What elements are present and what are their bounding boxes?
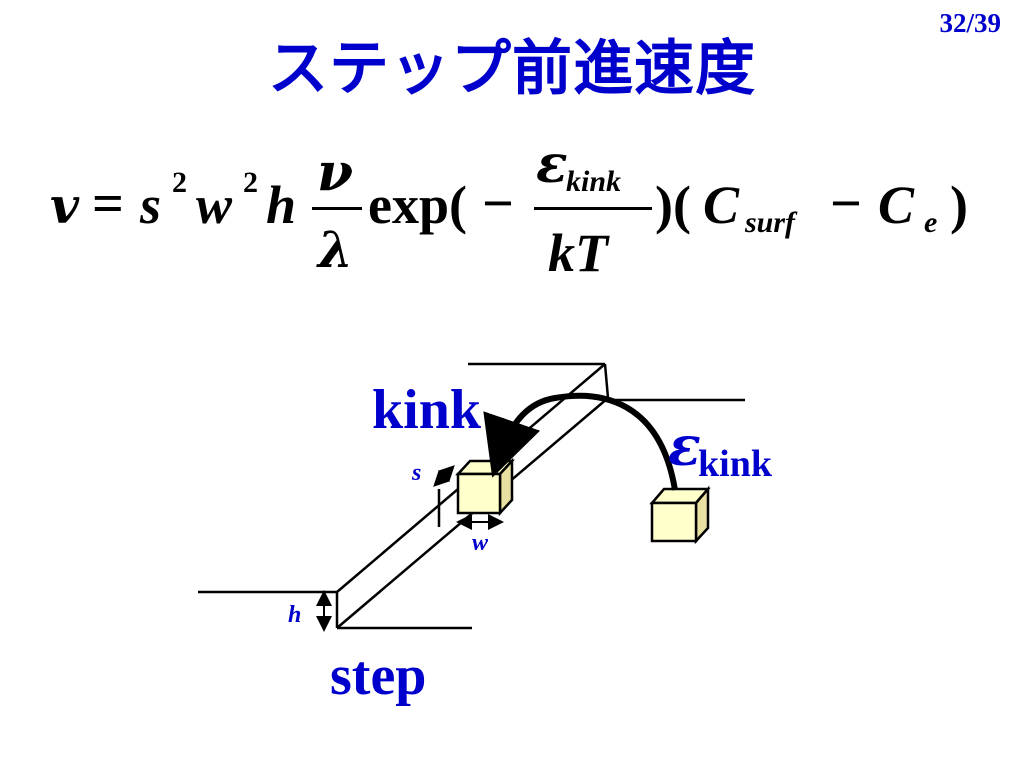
formula-equals: = [92,173,124,235]
step-label: step [330,645,427,707]
epsilon-kink-subscript: kink [698,443,772,485]
formula-w: w [196,175,233,235]
formula-close-paren: ) [950,175,968,235]
formula-fraction-line-1 [312,207,362,210]
formula-kink-subscript: kink [566,165,622,198]
w-label: w [472,530,489,556]
adatom-cube [649,485,711,545]
formula-s-exponent: 2 [172,166,187,199]
formula-h: h [266,175,297,235]
page-number: 32/39 [939,8,1001,38]
formula-epsilon: ε [536,134,568,195]
kink-site-cube [455,457,515,517]
formula-surf-subscript: surf [745,206,796,239]
formula-paren-middle: )( [655,175,691,235]
formula-exp: exp( [368,175,467,235]
h-label: h [288,602,302,628]
epsilon-kink-symbol: ε [668,414,701,478]
slide-title: ステップ前進速度 [268,34,756,104]
formula-C-surf: C [703,175,740,235]
formula-kT: kT [548,223,608,283]
formula-minus-2: − [830,173,862,235]
formula-e-subscript: e [924,206,938,239]
step-far-edge [603,363,610,399]
kink-label: kink [372,379,481,441]
formula-lambda: λ [318,220,354,279]
formula-nu: ν [317,142,354,203]
kink-hop-arrow [483,392,678,491]
formula-s: s [140,175,162,235]
formula-fraction-line-2 [534,207,652,210]
formula-C-e: C [878,175,915,235]
formula-velocity-v: v [50,176,80,235]
s-label: s [412,460,422,486]
formula-w-exponent: 2 [243,166,258,199]
formula-minus-1: − [482,173,514,235]
s-dimension-arrow-b [433,469,451,487]
